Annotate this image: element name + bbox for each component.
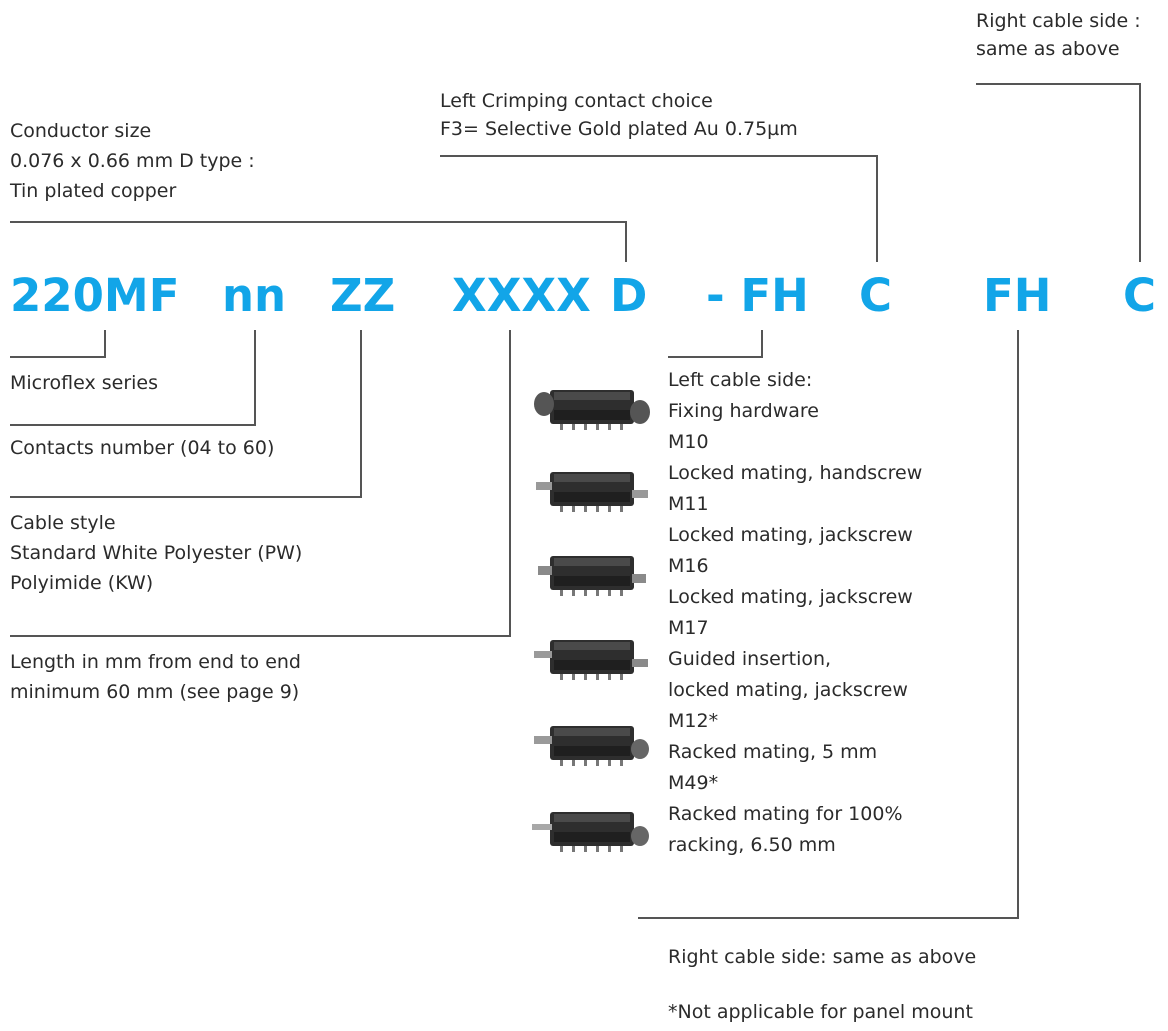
left-cable-line-16: racking, 6.50 mm xyxy=(668,834,836,856)
leader-right-contact xyxy=(976,83,1141,262)
conductor-size-line1: Conductor size xyxy=(10,120,152,142)
left-cable-line-15: Racked mating for 100% xyxy=(668,803,903,825)
code-length: XXXX xyxy=(452,269,591,322)
leader-contacts xyxy=(10,330,256,426)
conductor-size-line3: Tin plated copper xyxy=(10,180,177,202)
left-cable-line-01: Left cable side: xyxy=(668,369,813,391)
length-line2: minimum 60 mm (see page 9) xyxy=(10,681,300,703)
right-cable-top-line2: same as above xyxy=(976,38,1120,60)
connector-m10-icon xyxy=(534,390,650,430)
left-cable-line-08: Locked mating, jackscrew xyxy=(668,586,913,608)
leader-cable-style xyxy=(10,330,362,498)
code-left-contact: C xyxy=(859,269,893,322)
code-right-hardware: FH xyxy=(983,269,1052,322)
left-cable-line-07: M16 xyxy=(668,555,709,577)
connector-m12-icon xyxy=(534,726,649,766)
footnote: *Not applicable for panel mount xyxy=(668,1001,973,1023)
cable-style-line2: Standard White Polyester (PW) xyxy=(10,542,303,564)
length-line1: Length in mm from end to end xyxy=(10,651,301,673)
right-cable-top-line1: Right cable side : xyxy=(976,10,1141,32)
connector-m17-icon xyxy=(534,640,648,680)
conductor-size-line2: 0.076 x 0.66 mm D type : xyxy=(10,150,255,172)
leader-conductor xyxy=(10,221,627,262)
left-cable-line-11: locked mating, jackscrew xyxy=(668,679,908,701)
code-right-contact: C xyxy=(1123,269,1157,322)
cable-style-line3: Polyimide (KW) xyxy=(10,572,154,594)
code-series: 220MF xyxy=(10,269,180,322)
code-left-hardware: - FH xyxy=(706,269,809,322)
left-crimping-line2: F3= Selective Gold plated Au 0.75µm xyxy=(440,118,798,140)
left-cable-line-03: M10 xyxy=(668,431,709,453)
connector-m11-icon xyxy=(536,472,648,512)
left-cable-line-05: M11 xyxy=(668,493,709,515)
connector-m16-icon xyxy=(538,556,646,596)
leader-length xyxy=(10,330,511,637)
code-contacts: nn xyxy=(222,269,287,322)
connector-m49-icon xyxy=(532,812,649,852)
left-crimping-line1: Left Crimping contact choice xyxy=(440,90,713,112)
microflex-series-label: Microflex series xyxy=(10,372,159,394)
left-cable-line-10: Guided insertion, xyxy=(668,648,832,670)
left-cable-line-04: Locked mating, handscrew xyxy=(668,462,923,484)
left-cable-line-12: M12* xyxy=(668,710,719,732)
leader-series xyxy=(10,330,106,358)
contacts-number-label: Contacts number (04 to 60) xyxy=(10,437,275,459)
right-cable-bottom-label: Right cable side: same as above xyxy=(668,946,977,968)
left-cable-line-02: Fixing hardware xyxy=(668,400,819,422)
left-cable-line-13: Racked mating, 5 mm xyxy=(668,741,878,763)
leader-left-contact xyxy=(440,155,878,262)
left-cable-line-14: M49* xyxy=(668,772,719,794)
leader-right-hw xyxy=(638,330,1019,919)
cable-style-line1: Cable style xyxy=(10,512,116,534)
left-cable-line-09: M17 xyxy=(668,617,709,639)
left-cable-line-06: Locked mating, jackscrew xyxy=(668,524,913,546)
leader-left-hw xyxy=(668,330,763,358)
code-conductor: D xyxy=(610,269,648,322)
code-cable-style: ZZ xyxy=(330,269,396,322)
